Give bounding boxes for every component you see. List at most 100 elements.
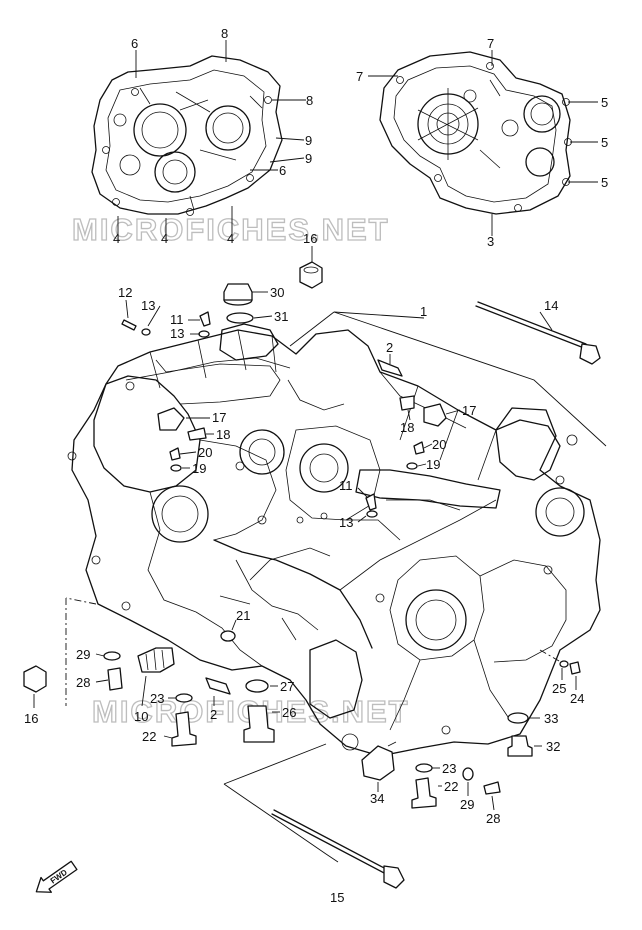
part-28-bolt-left	[107, 667, 123, 691]
leader-lines	[33, 40, 607, 863]
part-26-plug	[243, 705, 275, 743]
part-13-washer-c	[366, 510, 378, 518]
part-11-jet-b	[365, 493, 377, 511]
part-21-plug	[220, 630, 236, 642]
part-22-bolt-left	[171, 711, 197, 747]
callout-32: 32	[546, 739, 560, 754]
callout-8: 8	[221, 26, 228, 41]
callout-18: 18	[400, 420, 414, 435]
part-22-bolt-right	[411, 777, 437, 809]
callout-10: 10	[134, 709, 148, 724]
callout-7: 7	[487, 36, 494, 51]
callout-12: 12	[118, 285, 132, 300]
callout-2: 2	[210, 707, 217, 722]
left-crankcase-half-inset	[91, 55, 283, 216]
callout-6: 6	[131, 36, 138, 51]
callout-20: 20	[198, 445, 212, 460]
callout-16: 16	[303, 231, 317, 246]
part-17-bracket-right	[423, 403, 447, 427]
callout-14: 14	[544, 298, 558, 313]
callout-5: 5	[601, 95, 608, 110]
part-34-switch	[361, 741, 397, 781]
part-20-fitting-right	[413, 441, 425, 455]
callout-8: 8	[306, 93, 313, 108]
callout-3: 3	[487, 234, 494, 249]
part-23-washer-right	[415, 763, 433, 773]
part-13-washer-a	[141, 328, 151, 336]
callout-19: 19	[426, 457, 440, 472]
callout-23: 23	[150, 691, 164, 706]
callout-labels: 6 8 8 9 9 6 4 4 4 7 7 5 5 5 3 16 30 12 1…	[24, 26, 608, 905]
part-16-top-nut	[299, 261, 323, 289]
callout-24: 24	[570, 691, 584, 706]
part-23-washer-left	[175, 693, 193, 703]
part-13-washer-b	[198, 330, 210, 338]
part-15-long-bolt	[271, 809, 405, 889]
part-14-stud-bolt	[475, 301, 601, 365]
forward-direction-arrow: FWD	[35, 860, 78, 893]
callout-5: 5	[601, 175, 608, 190]
part-27-washer	[245, 679, 269, 693]
callout-9: 9	[305, 151, 312, 166]
callout-20: 20	[432, 437, 446, 452]
callout-22: 22	[142, 729, 156, 744]
part-29-washer-right	[462, 767, 474, 781]
crankcase-assembly	[65, 323, 601, 757]
part-19-washer-left	[170, 464, 182, 472]
callout-29: 29	[76, 647, 90, 662]
callout-4: 4	[113, 231, 120, 246]
callout-16: 16	[24, 711, 38, 726]
callout-9: 9	[305, 133, 312, 148]
callout-18: 18	[216, 427, 230, 442]
callout-17: 17	[462, 403, 476, 418]
part-32-plug	[507, 735, 533, 757]
callout-11: 11	[170, 312, 184, 327]
callout-7: 7	[356, 69, 363, 84]
part-18-bolt-left	[187, 427, 207, 441]
callout-34: 34	[370, 791, 384, 806]
part-11-jet-a	[199, 311, 211, 327]
part-20-fitting-left	[169, 447, 181, 461]
part-16-left-nut	[23, 665, 47, 693]
part-25-washer	[559, 660, 569, 668]
right-crankcase-half-inset	[379, 51, 572, 215]
part-17-bracket-left	[157, 407, 185, 431]
callout-23: 23	[442, 761, 456, 776]
callout-22: 22	[444, 779, 458, 794]
part-2-dowel-lower	[205, 677, 231, 695]
part-10-oil-pipe	[137, 647, 175, 673]
callout-4: 4	[161, 231, 168, 246]
part-12-bolt	[121, 319, 137, 331]
callout-19: 19	[192, 461, 206, 476]
callout-1: 1	[420, 304, 427, 319]
callout-21: 21	[236, 608, 250, 623]
part-28-bolt-right	[483, 781, 501, 795]
part-2-dowel-upper	[377, 359, 403, 377]
callout-6: 6	[279, 163, 286, 178]
part-31-o-ring	[226, 312, 254, 324]
callout-30: 30	[270, 285, 284, 300]
part-30-filler-cap	[223, 283, 253, 306]
callout-25: 25	[552, 681, 566, 696]
callout-33: 33	[544, 711, 558, 726]
part-18-bolt-right	[399, 395, 415, 411]
callout-15: 15	[330, 890, 344, 905]
part-29-washer-left	[103, 651, 121, 661]
callout-27: 27	[280, 679, 294, 694]
callout-28: 28	[486, 811, 500, 826]
callout-13: 13	[170, 326, 184, 341]
callout-31: 31	[274, 309, 288, 324]
part-24-plug	[569, 661, 581, 675]
callout-2: 2	[386, 340, 393, 355]
callout-29: 29	[460, 797, 474, 812]
callout-26: 26	[282, 705, 296, 720]
callout-5: 5	[601, 135, 608, 150]
callout-11: 11	[339, 478, 353, 493]
part-19-washer-right	[406, 462, 418, 470]
callout-13: 13	[141, 298, 155, 313]
part-33-washer	[507, 712, 529, 724]
watermark-upper: MICROFICHES.NET	[72, 212, 390, 247]
callout-17: 17	[212, 410, 226, 425]
callout-28: 28	[76, 675, 90, 690]
